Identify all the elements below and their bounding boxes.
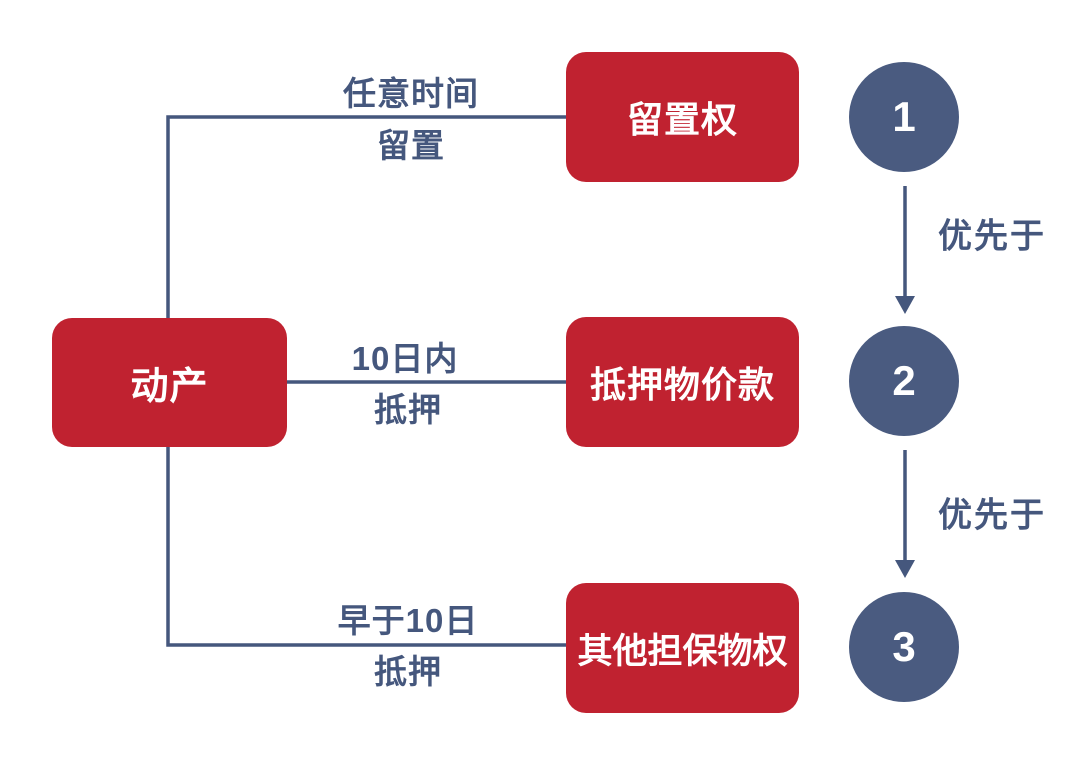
node-collateral-price: 抵押物价款 (566, 317, 799, 447)
rank-2-number: 2 (892, 357, 916, 404)
node-collateral-price-label: 抵押物价款 (589, 364, 775, 405)
rank-1-number: 1 (892, 93, 916, 140)
rank-3-number: 3 (892, 623, 916, 670)
node-lien-right: 留置权 (566, 52, 799, 182)
priority-label-2: 优先于 (938, 496, 1046, 535)
node-other-security-interests-label: 其他担保物权 (577, 631, 788, 671)
rank-circle-2: 2 (849, 326, 959, 436)
node-lien-right-label: 留置权 (626, 99, 738, 140)
priority-arrow-2-head (895, 560, 915, 578)
node-movable-property-label: 动产 (130, 366, 209, 408)
priority-label-1: 优先于 (938, 217, 1046, 256)
edge-label-mortgage-bottom: 抵押 (374, 653, 442, 690)
rank-circle-1: 1 (849, 62, 959, 172)
connector-root-to-lien (166, 115, 566, 318)
edge-label-anytime: 任意时间 (343, 75, 479, 112)
node-other-security-interests: 其他担保物权 (566, 583, 799, 713)
edge-label-within-10-days: 10日内 (351, 340, 459, 377)
edge-label-retention: 留置 (377, 127, 445, 164)
edge-label-earlier-than-10-days: 早于10日 (337, 602, 479, 639)
node-movable-property: 动产 (52, 318, 287, 447)
edge-label-mortgage-mid: 抵押 (374, 391, 442, 428)
rank-circle-3: 3 (849, 592, 959, 702)
priority-arrow-1-head (895, 296, 915, 314)
connector-root-to-other (166, 447, 566, 647)
